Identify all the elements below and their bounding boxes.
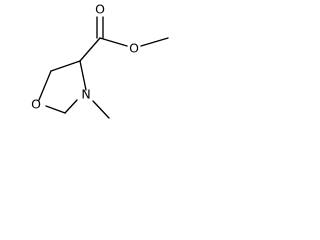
- bond-c5-to-c4: [50, 60, 81, 72]
- bond-c2-to-ring-o: [45, 105, 66, 114]
- oxazolidine-ring: [38, 60, 87, 114]
- ester-oxygen-label: O: [129, 41, 139, 56]
- carbonyl-oxygen-label: O: [95, 2, 105, 17]
- ring-nitrogen-label: N: [81, 87, 90, 102]
- bond-ring-n-to-c2: [64, 99, 78, 114]
- chemical-structure-diagram: O N O O: [31, 2, 169, 119]
- bond-ester-o-to-methyl: [140, 37, 169, 47]
- ring-oxygen-label: O: [31, 97, 41, 112]
- bond-carbonyl-to-ester-o: [99, 37, 128, 47]
- bond-c4-to-ring-n: [79, 60, 87, 91]
- bond-n-methyl: [92, 100, 110, 119]
- bond-c4-to-carbonyl-carbon: [79, 37, 101, 62]
- bond-ring-o-to-c5: [38, 70, 52, 101]
- methyl-ester-group: [79, 16, 169, 62]
